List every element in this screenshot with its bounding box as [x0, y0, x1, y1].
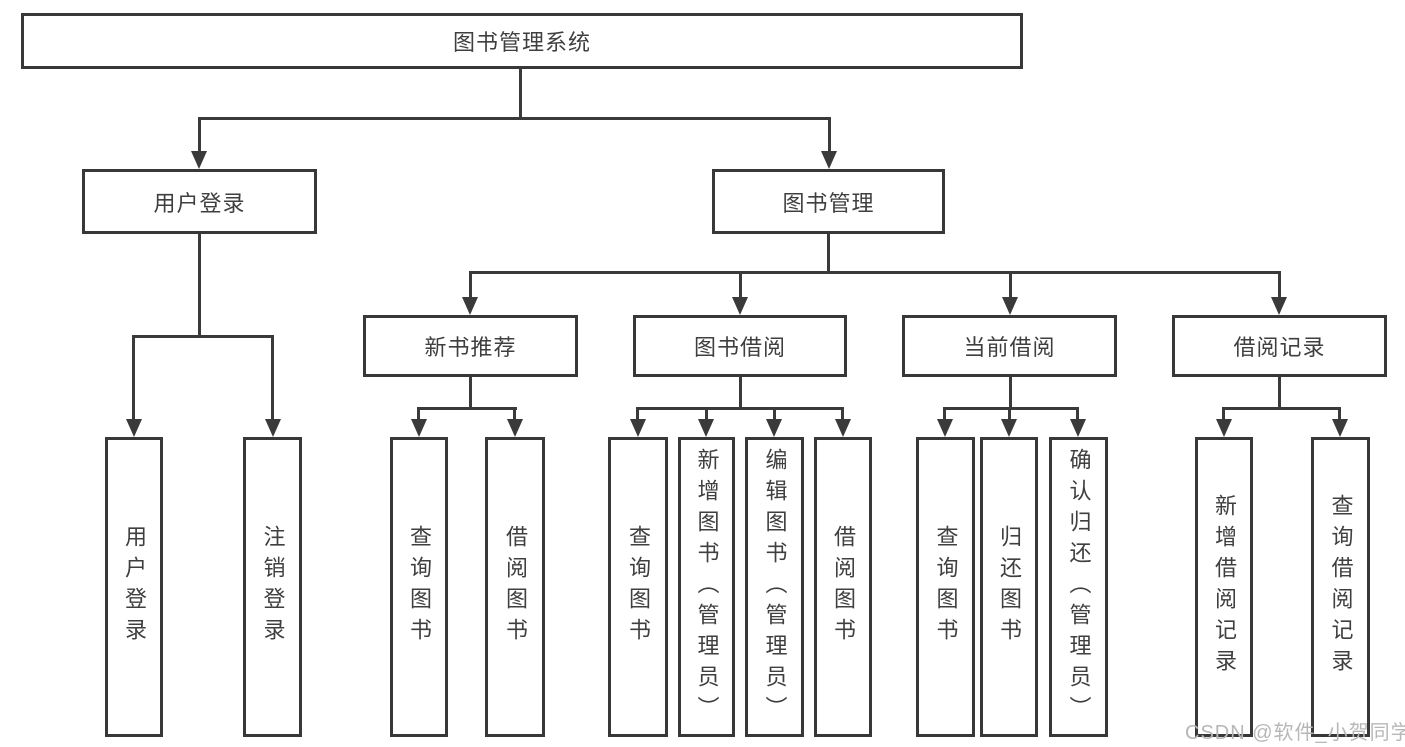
connector-line [1076, 407, 1079, 421]
connector-line [1278, 377, 1281, 410]
arrow-down-icon [1332, 419, 1348, 437]
connector-line [1223, 407, 1341, 410]
leaf-query-books-current: 查询图书 [916, 437, 975, 737]
leaf-add-books-admin: 新增图书（管理员） [678, 437, 735, 737]
arrow-down-icon [835, 419, 851, 437]
node-root: 图书管理系统 [21, 13, 1023, 69]
connector-line [133, 335, 274, 338]
connector-line [198, 117, 830, 120]
connector-line [739, 271, 742, 299]
leaf-user-login-label: 用户登录 [122, 525, 147, 649]
connector-line [418, 407, 517, 410]
connector-line [1009, 271, 1012, 299]
connector-line [513, 407, 516, 421]
leaf-add-borrow-record-label: 新增借阅记录 [1212, 494, 1237, 680]
arrow-down-icon [1271, 297, 1287, 315]
leaf-borrow-books-newbook: 借阅图书 [485, 437, 545, 737]
connector-line [637, 407, 844, 410]
arrow-down-icon [766, 419, 782, 437]
leaf-query-borrow-record-label: 查询借阅记录 [1328, 494, 1354, 680]
connector-line [469, 271, 1281, 274]
node-current-borrowing: 当前借阅 [902, 315, 1117, 377]
connector-line [1338, 407, 1341, 421]
node-borrowing-records-label: 借阅记录 [1233, 335, 1326, 360]
leaf-return-books-label: 归还图书 [997, 525, 1022, 649]
leaf-query-books-borrow-label: 查询图书 [626, 525, 651, 649]
connector-line [943, 407, 946, 421]
connector-line [828, 117, 831, 153]
connector-line [417, 407, 420, 421]
arrow-down-icon [126, 419, 142, 437]
arrow-down-icon [821, 151, 837, 169]
leaf-confirm-return-admin: 确认归还（管理员） [1049, 437, 1108, 737]
connector-line [469, 377, 472, 410]
arrow-down-icon [937, 419, 953, 437]
node-book-borrowing-label: 图书借阅 [693, 335, 786, 360]
arrow-down-icon [630, 419, 646, 437]
leaf-edit-books-admin: 编辑图书（管理员） [745, 437, 804, 737]
arrow-down-icon [1216, 419, 1232, 437]
leaf-confirm-return-admin-label: 确认归还（管理员） [1066, 447, 1092, 727]
node-book-borrowing: 图书借阅 [633, 315, 847, 377]
connector-line [1009, 377, 1012, 410]
node-new-book-recommend: 新书推荐 [363, 315, 578, 377]
leaf-edit-books-admin-label: 编辑图书（管理员） [762, 447, 788, 727]
connector-line [636, 407, 639, 421]
node-user-login: 用户登录 [82, 169, 317, 234]
node-root-label: 图书管理系统 [452, 30, 591, 55]
leaf-logout-label: 注销登录 [260, 525, 286, 649]
leaf-borrow-books: 借阅图书 [814, 437, 872, 737]
connector-line [519, 69, 522, 117]
arrow-down-icon [732, 297, 748, 315]
watermark: CSDN @软件_小贺同学 [1185, 722, 1405, 744]
arrow-down-icon [462, 297, 478, 315]
connector-line [198, 117, 201, 153]
leaf-logout: 注销登录 [243, 437, 302, 737]
leaf-add-books-admin-label: 新增图书（管理员） [694, 447, 720, 727]
arrow-down-icon [1002, 297, 1018, 315]
leaf-return-books: 归还图书 [980, 437, 1038, 737]
connector-line [469, 271, 472, 299]
connector-line [271, 335, 274, 420]
connector-line [198, 234, 201, 337]
arrow-down-icon [698, 419, 714, 437]
connector-line [739, 377, 742, 410]
connector-line [1278, 271, 1281, 299]
connector-line [1222, 407, 1225, 421]
connector-line [132, 335, 135, 420]
leaf-add-borrow-record: 新增借阅记录 [1195, 437, 1253, 737]
connector-line [827, 234, 830, 274]
leaf-borrow-books-newbook-label: 借阅图书 [503, 525, 528, 649]
connector-line [1008, 407, 1011, 421]
connector-line [705, 407, 708, 421]
arrow-down-icon [265, 419, 281, 437]
leaf-query-books-borrow: 查询图书 [608, 437, 668, 737]
node-book-management-label: 图书管理 [782, 190, 875, 216]
leaf-user-login: 用户登录 [105, 437, 163, 737]
node-borrowing-records: 借阅记录 [1172, 315, 1387, 377]
arrow-down-icon [1001, 419, 1017, 437]
leaf-query-books-newbook: 查询图书 [390, 437, 448, 737]
node-new-book-recommend-label: 新书推荐 [424, 335, 517, 360]
connector-line [944, 407, 1079, 410]
node-book-management: 图书管理 [712, 169, 945, 234]
arrow-down-icon [1070, 419, 1086, 437]
leaf-query-books-newbook-label: 查询图书 [407, 525, 432, 649]
node-user-login-label: 用户登录 [153, 190, 246, 216]
leaf-borrow-books-label: 借阅图书 [831, 525, 856, 649]
connector-line [841, 407, 844, 421]
arrow-down-icon [411, 419, 427, 437]
arrow-down-icon [191, 151, 207, 169]
arrow-down-icon [507, 419, 523, 437]
node-current-borrowing-label: 当前借阅 [963, 335, 1056, 360]
leaf-query-books-current-label: 查询图书 [933, 525, 959, 649]
leaf-query-borrow-record: 查询借阅记录 [1311, 437, 1370, 737]
connector-line [773, 407, 776, 421]
